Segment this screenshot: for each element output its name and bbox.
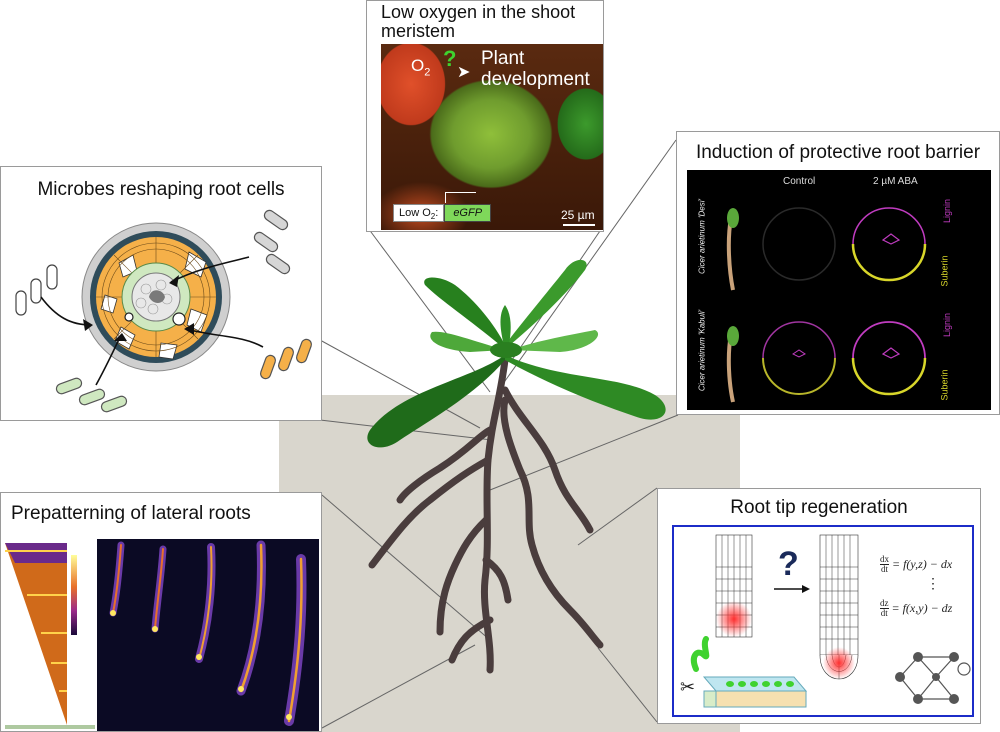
scale-bar bbox=[563, 224, 595, 226]
barrier-micrographs: Control 2 µM ABA Cicer arietinum 'Desi' … bbox=[687, 170, 991, 410]
root-cross-section bbox=[15, 209, 312, 413]
scissors-icon: ✂ bbox=[680, 677, 695, 698]
eq1-denominator: dt bbox=[880, 564, 888, 574]
equation-2-fraction: dz dt bbox=[880, 599, 889, 618]
lateral-panel: Prepatterning of lateral roots bbox=[0, 492, 322, 732]
lignin-label-2: Lignin bbox=[942, 312, 953, 338]
lateral-title: Prepatterning of lateral roots bbox=[11, 503, 251, 524]
root-system bbox=[368, 356, 604, 674]
eq2-numerator: dz bbox=[880, 598, 889, 609]
column-control: Control bbox=[783, 176, 816, 187]
equation-1: dx dt = f(y,z) − dx bbox=[880, 555, 952, 574]
o2-subscript: 2 bbox=[424, 66, 431, 79]
regeneration-question-mark: ? bbox=[778, 545, 799, 583]
barrier-sections bbox=[726, 207, 927, 403]
lateral-kymograph bbox=[5, 539, 319, 731]
suberin-label-1: Suberin bbox=[939, 255, 950, 287]
regeneration-frame: ? bbox=[672, 525, 974, 717]
eq2-rhs: = f(x,y) − dz bbox=[891, 601, 953, 615]
reporter-construct: Low O2: eGFP bbox=[393, 204, 492, 222]
transcription-arrow-icon bbox=[445, 192, 476, 203]
scale-bar-label: 25 µm bbox=[561, 208, 595, 222]
o2-text: O bbox=[411, 56, 425, 75]
reporter-gene: eGFP bbox=[444, 204, 492, 222]
rosette-leaves bbox=[367, 259, 666, 448]
reporter-label: Low O bbox=[399, 207, 431, 219]
meristem-micrograph: O2 ? ➤ Plant development Low O2: eGFP 25… bbox=[381, 44, 603, 230]
meristem-panel: Low oxygen in the shoot meristem O2 ? ➤ … bbox=[366, 0, 604, 232]
equation-1-fraction: dx dt bbox=[880, 555, 889, 574]
equation-dots: ⋮ bbox=[926, 575, 940, 591]
equation-2: dz dt = f(x,y) − dz bbox=[880, 599, 952, 618]
plant-development-line2: development bbox=[481, 69, 590, 90]
eq2-denominator: dt bbox=[880, 608, 888, 618]
eq1-rhs: = f(y,z) − dx bbox=[892, 557, 953, 571]
microbes-title: Microbes reshaping root cells bbox=[37, 179, 285, 200]
column-aba: 2 µM ABA bbox=[873, 176, 918, 187]
reporter-subscript: 2 bbox=[430, 212, 436, 222]
plant-development-line1: Plant bbox=[481, 48, 525, 69]
suberin-label-2: Suberin bbox=[939, 369, 950, 401]
regeneration-schematic: ? bbox=[680, 534, 971, 708]
o2-label: O2 bbox=[411, 56, 430, 78]
lignin-label-1: Lignin bbox=[942, 198, 953, 224]
reporter-colon: : bbox=[435, 207, 439, 219]
meristem-title: Low oxygen in the shoot meristem bbox=[381, 3, 575, 41]
arrow-icon: ➤ bbox=[457, 64, 471, 81]
barrier-panel: Induction of protective root barrier Con… bbox=[676, 131, 1000, 415]
regeneration-title: Root tip regeneration bbox=[730, 497, 908, 518]
microbes-panel: Microbes reshaping root cells bbox=[0, 166, 322, 421]
barrier-title: Induction of protective root barrier bbox=[695, 142, 981, 163]
plant-development-label: Plant development bbox=[481, 48, 590, 90]
regeneration-panel: Root tip regeneration bbox=[657, 488, 981, 724]
reporter-promoter: Low O2: bbox=[393, 204, 445, 222]
meristem-title-line2: meristem bbox=[381, 21, 456, 41]
meristem-title-line1: Low oxygen in the shoot bbox=[381, 2, 576, 22]
seedling-icons bbox=[726, 208, 739, 403]
meristem-question-mark: ? bbox=[443, 46, 457, 71]
eq1-numerator: dx bbox=[880, 554, 889, 565]
